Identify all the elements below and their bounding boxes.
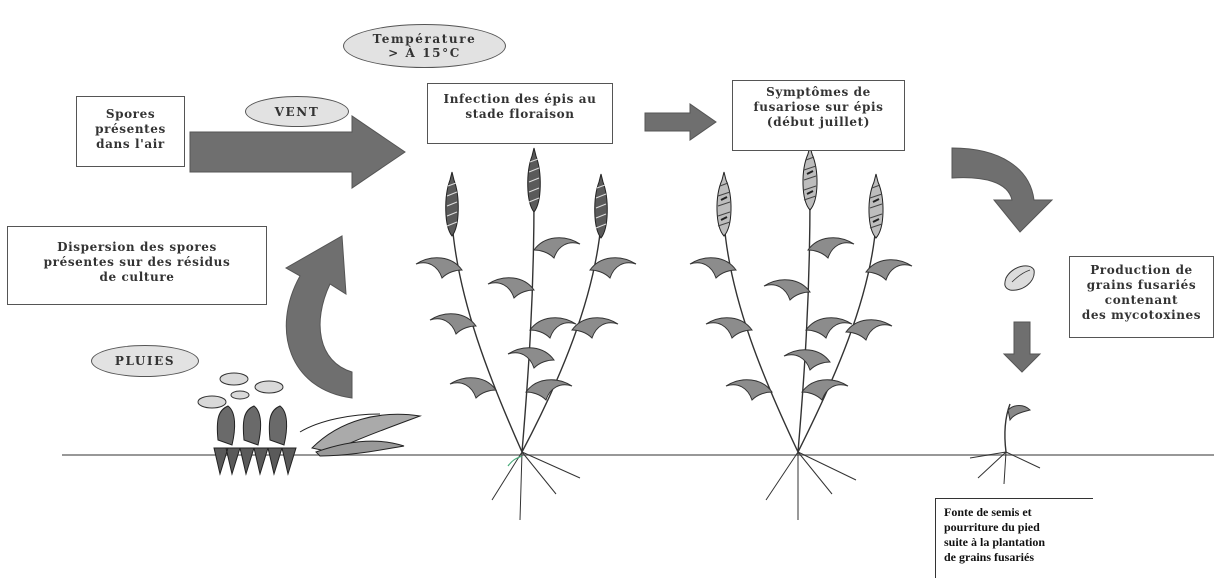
production-line-2: grains fusariés	[1072, 278, 1211, 293]
production-line-1: Production de	[1072, 263, 1211, 278]
wheat-plant-1	[416, 148, 636, 520]
infection-line-2: stade floraison	[430, 107, 610, 122]
infected-grain	[1005, 266, 1034, 290]
dispersion-line-3: de culture	[10, 270, 264, 285]
seedling-note-line-2: pourriture du pied	[944, 520, 1093, 535]
dispersion-box: Dispersion des spores présentes sur des …	[7, 226, 267, 305]
seedling-note: Fonte de semis et pourriture du pied sui…	[935, 498, 1093, 578]
wheat-plant-2	[690, 146, 912, 520]
down-arrow	[1004, 322, 1040, 372]
seedling-note-line-3: suite à la plantation	[944, 535, 1093, 550]
symptoms-line-3: (début juillet)	[735, 115, 902, 130]
symptoms-line-2: fusariose sur épis	[735, 100, 902, 115]
dispersion-line-2: présentes sur des résidus	[10, 255, 264, 270]
production-line-4: des mycotoxines	[1072, 308, 1211, 323]
temperature-line-2: > À 15°C	[388, 46, 461, 60]
infection-box: Infection des épis au stade floraison	[427, 83, 613, 144]
wind-oval: VENT	[245, 96, 349, 127]
curved-down-arrow	[952, 148, 1052, 232]
crop-residue	[214, 406, 420, 474]
production-line-3: contenant	[1072, 293, 1211, 308]
spores-air-line-3: dans l'air	[79, 137, 182, 152]
spores-puffs	[198, 373, 283, 408]
temperature-line-1: Température	[373, 32, 477, 46]
spores-air-line-1: Spores	[79, 107, 182, 122]
spores-air-box: Spores présentes dans l'air	[76, 96, 185, 167]
symptoms-box: Symptômes de fusariose sur épis (début j…	[732, 80, 905, 151]
seedling-note-line-1: Fonte de semis et	[944, 505, 1093, 520]
curved-up-arrow	[286, 236, 352, 398]
rain-label: PLUIES	[115, 354, 175, 368]
rain-oval: PLUIES	[91, 345, 199, 377]
dispersion-line-1: Dispersion des spores	[10, 240, 264, 255]
production-box: Production de grains fusariés contenant …	[1069, 256, 1214, 338]
infection-line-1: Infection des épis au	[430, 92, 610, 107]
temperature-oval: Température > À 15°C	[343, 24, 506, 68]
symptoms-line-1: Symptômes de	[735, 85, 902, 100]
wind-label: VENT	[275, 105, 320, 119]
progress-arrow	[645, 104, 716, 140]
seedling	[970, 404, 1040, 484]
seedling-note-line-4: de grains fusariés	[944, 550, 1093, 565]
spores-air-line-2: présentes	[79, 122, 182, 137]
